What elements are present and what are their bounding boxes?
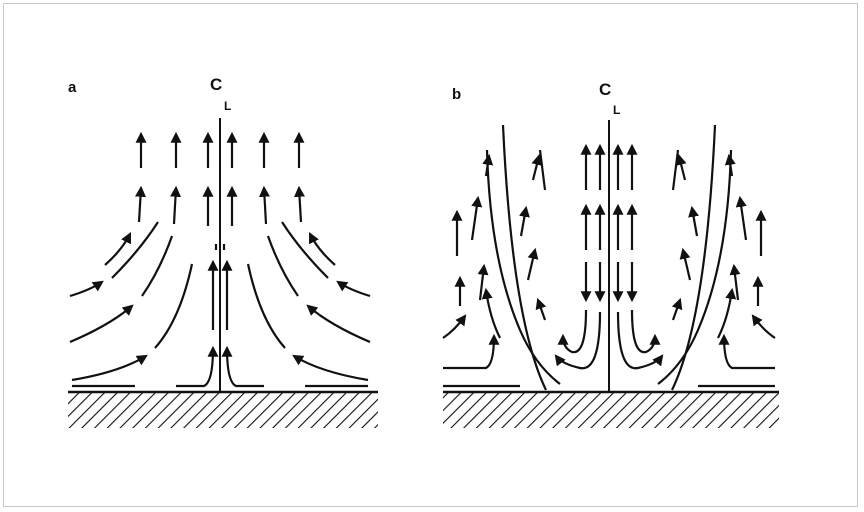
flow-arrow [69, 304, 134, 344]
streamline [671, 124, 717, 391]
streamline [657, 149, 733, 385]
flow-arrow [306, 304, 371, 344]
flow-arrow [751, 314, 776, 339]
flow-arrow [294, 185, 306, 223]
panel-b-centerline-c: C [599, 80, 611, 99]
panel-b-streamlines [442, 124, 776, 391]
flow-arrow [729, 263, 741, 301]
flow-arrow [554, 311, 602, 370]
figure-frame [3, 3, 858, 507]
flow-arrow [309, 232, 336, 266]
panel-a: a C L [68, 75, 378, 428]
streamline [485, 149, 561, 385]
flow-arrow [671, 297, 683, 321]
flow-arrow [258, 185, 270, 225]
flow-arrow [531, 153, 543, 181]
flow-arrow [557, 309, 588, 354]
flow-arrow [221, 345, 264, 388]
streamline [154, 263, 194, 349]
streamline [501, 124, 547, 391]
flow-arrow [630, 309, 661, 354]
streamline [111, 221, 159, 279]
flow-arrow [735, 195, 748, 241]
flow-arrow [176, 345, 219, 388]
flow-arrow [688, 205, 699, 237]
flow-arrow [718, 333, 775, 370]
flow-arrow [679, 247, 692, 281]
flow-arrow [470, 195, 483, 241]
panel-b-label: b [452, 86, 461, 103]
panel-a-centerline-l: L [224, 99, 231, 113]
b-flow-right-half [612, 124, 776, 391]
b-flow-left-half [442, 124, 606, 391]
a-flow-right-half [221, 131, 371, 388]
flow-arrow [724, 153, 736, 177]
streamline [246, 263, 286, 349]
flow-arrow [481, 287, 501, 339]
flow-arrow [336, 280, 371, 298]
panel-a-ground-hatch [68, 392, 378, 428]
a-flow-left-half [69, 131, 219, 388]
panel-a-label: a [68, 79, 77, 96]
flow-arrow [69, 280, 104, 298]
panel-b-centerline-l: L [613, 103, 620, 117]
flow-arrow [170, 185, 182, 225]
flow-arrow [482, 153, 494, 177]
flow-arrow [526, 247, 539, 281]
panel-b: b C L [442, 80, 779, 428]
panel-a-streamlines [69, 131, 371, 388]
flow-arrow [717, 287, 737, 339]
flow-arrow [442, 314, 467, 339]
flow-arrow [535, 297, 547, 321]
flow-arrow [134, 185, 146, 223]
flow-arrow [477, 263, 489, 301]
streamline [266, 235, 299, 297]
flow-arrow [675, 153, 687, 181]
flow-arrow [443, 333, 500, 370]
streamline [538, 149, 547, 191]
streamline [141, 235, 174, 297]
streamline [671, 149, 680, 191]
flow-arrow [616, 311, 664, 370]
panel-a-centerline-c: C [210, 75, 222, 94]
flow-arrow [519, 205, 530, 237]
flow-arrow [292, 354, 369, 382]
panel-b-ground-hatch [443, 392, 779, 428]
flow-arrow [104, 232, 131, 266]
streamline [281, 221, 329, 279]
flow-arrow [71, 354, 148, 382]
